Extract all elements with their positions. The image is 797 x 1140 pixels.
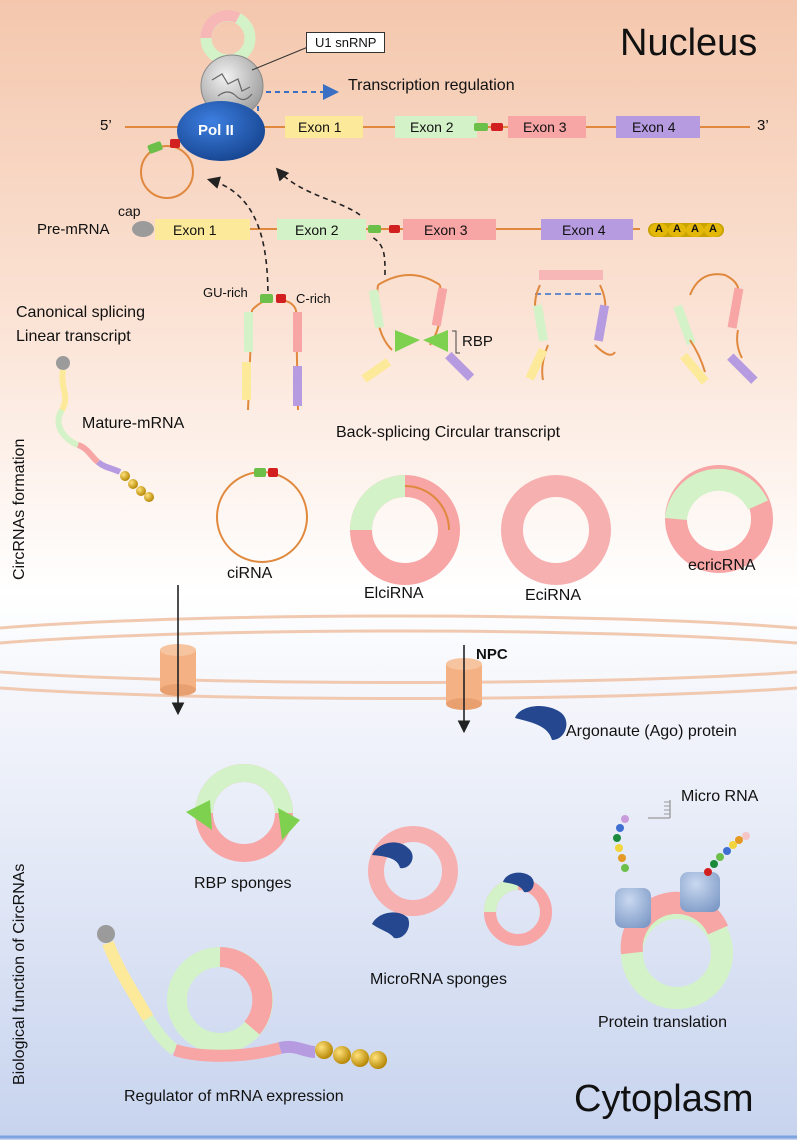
c-rich-label: C-rich [296,291,331,306]
gene-exon-1-label: Exon 1 [298,119,342,135]
mature-mrna-label: Mature-mRNA [82,415,185,432]
rbp-sponges-label: RBP sponges [194,875,292,892]
transcription-regulation-label: Transcription regulation [348,77,515,94]
cap-structure [132,221,154,237]
ago-protein-legend [515,706,567,740]
u1-callout-line [251,46,309,71]
ecirna-circle [501,475,611,585]
premrna-exon-4 [541,219,633,240]
rbp-mediated-circularization [361,274,475,383]
elcirna-label: ElciRNA [364,585,424,602]
premrna-exon-2-label: Exon 2 [295,222,339,238]
premrna-exon-4-label: Exon 4 [562,222,606,238]
gene-gu-motif [474,123,488,131]
cytoplasm-title: Cytoplasm [574,1078,754,1120]
premrna-exon-3 [403,219,496,240]
translation-circrna [613,815,750,1009]
microrna-sponge-small [484,872,552,946]
poly-a-3: A [691,223,699,235]
circrna-formation-side-label: CircRNAs formation [11,438,28,580]
ciRNA-precursor [242,294,302,411]
gene-exon-2 [395,116,477,138]
gene-exon-2-label: Exon 2 [410,119,454,135]
microrna-sponge-large [368,826,458,939]
gene-exon-4-label: Exon 4 [632,119,676,135]
gene-exon-4 [616,116,700,138]
pre-mrna-line [132,219,640,240]
ecricrna-label: ecricRNA [688,557,756,574]
back-splicing-label: Back-splicing Circular transcript [336,424,561,441]
ecricrna-circle [665,465,773,573]
linear-transcript-label: Linear transcript [16,328,131,345]
rbp-sponge-circrna [186,764,300,862]
mature-mrna-nucleus [55,356,154,502]
microrna-sponges-label: MicroRNA sponges [370,971,507,988]
ago-protein-label: Argonaute (Ago) protein [566,723,737,740]
poly-a-tail [648,223,724,237]
premrna-exon-3-label: Exon 3 [424,222,468,238]
direct-back-splicing [673,273,758,385]
intron-pairing-circularization [525,270,616,381]
gene-exon-1 [285,116,363,138]
pol2-enzyme [177,101,265,161]
three-prime-label: 3’ [757,117,769,134]
microrna-legend [648,800,671,819]
five-prime-label: 5’ [100,117,112,134]
protein-translation-label: Protein translation [598,1014,727,1031]
nuclear-membrane [0,614,797,700]
rbp-label: RBP [462,333,493,350]
cirna-circle [216,468,308,563]
poly-a-4: A [709,223,717,235]
regulator-mrna-complex [97,925,387,1069]
cirna-label: ciRNA [227,565,273,582]
premrna-exon-2 [277,219,366,240]
poly-a-1: A [655,223,663,235]
gene-exon-3-label: Exon 3 [523,119,567,135]
splicing-arrow-3 [371,236,386,276]
nucleus-title: Nucleus [620,22,758,64]
splicing-arrow-2 [275,167,361,216]
gene-exon-3 [508,116,586,138]
cap-label: cap [118,203,141,219]
micro-rna-label: Micro RNA [681,788,759,805]
premrna-exon-1 [155,219,250,240]
premrna-exon-1-label: Exon 1 [173,222,217,238]
ecirna-label: EciRNA [525,587,582,604]
pre-mrna-label: Pre-mRNA [37,221,110,238]
biological-function-side-label: Biological function of CircRNAs [11,863,28,1085]
gene-line [125,116,750,138]
elcirna-circle [350,475,460,585]
canonical-splicing-label: Canonical splicing [16,304,145,321]
npc-label: NPC [476,646,508,663]
gu-rich-label: GU-rich [203,285,248,300]
u1-snrnp-label: U1 snRNP [306,32,386,53]
gene-c-motif [491,123,503,131]
splicing-arrow-1 [206,176,269,301]
pol2-label: Pol II [198,122,234,139]
pol2-intron-loop [140,139,194,199]
poly-a-2: A [673,223,681,235]
regulator-label: Regulator of mRNA expression [124,1088,344,1105]
